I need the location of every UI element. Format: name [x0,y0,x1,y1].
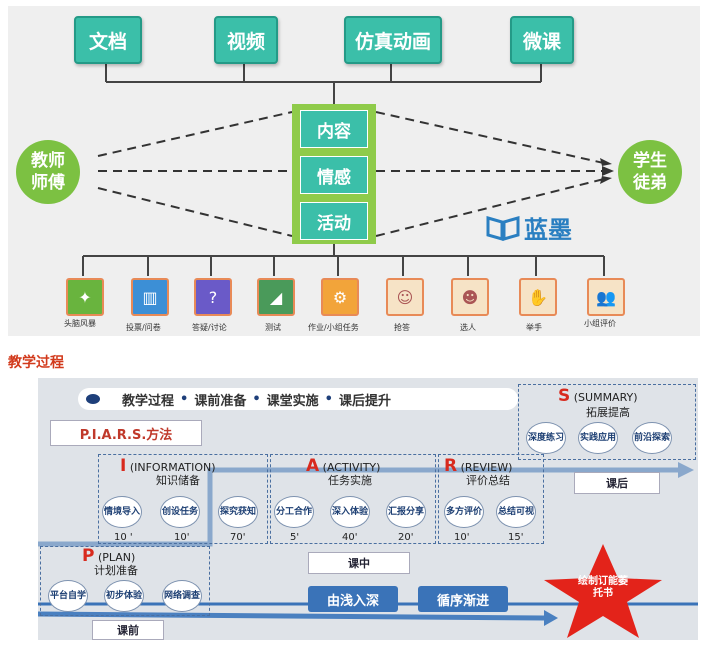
process-banner: 教学过程 • 课前准备 • 课堂实施 • 课后提升 [78,388,518,410]
step-by-step-button: 循序渐进 [418,586,508,612]
teaching-process-panel: 教学过程 • 课前准备 • 课堂实施 • 课后提升 P.I.A.R.S.方法 S… [38,378,698,640]
shallow-to-deep-button: 由浅入深 [308,586,398,612]
summary-item-3: 前沿探索 [632,422,672,454]
star-icon [544,544,662,638]
vote-icon: ▥ [131,278,169,316]
activity-min-3: 20' [398,532,414,543]
activity-item-2: 深入体验 [330,496,370,528]
student-label-2: 徒弟 [633,173,667,193]
activity-min-2: 40' [342,532,358,543]
review-box [438,454,544,544]
brainstorm-icon: ✦ [66,278,104,316]
resource-doc: 文档 [74,16,142,64]
center-emotion: 情感 [300,156,368,194]
activity-label-pick: 选人 [460,323,476,332]
activity-label-vote: 投票/问卷 [126,323,161,332]
center-column: 内容 情感 活动 [292,104,376,244]
plan-cn: 计划准备 [94,564,138,577]
information-item-3: 探究获知 [218,496,258,528]
information-cn: 知识储备 [156,474,200,487]
lanmo-logo: 蓝墨 [486,210,572,245]
information-min-1: 10 ' [114,532,133,543]
resource-microlesson: 微课 [510,16,574,64]
piars-method-tag: P.I.A.R.S.方法 [50,420,202,446]
activity-label-task: 作业/小组任务 [308,323,359,332]
raise-hand-icon: ✋ [519,278,557,316]
student-circle: 学生徒弟 [618,140,682,204]
discussion-icon: ? [194,278,232,316]
review-head: R (REVIEW) [444,456,513,476]
review-item-2: 总结可视 [496,496,536,528]
resource-animation: 仿真动画 [344,16,442,64]
quick-answer-icon: ☺ [386,278,424,316]
review-cn: 评价总结 [466,474,510,487]
teacher-label-1: 教师 [31,151,65,171]
plan-box [40,546,210,616]
banner-pre: 课前准备 [194,393,247,409]
information-item-2: 创设任务 [160,496,200,528]
information-item-1: 情境导入 [102,496,142,528]
plan-head: P (PLAN) [82,546,136,566]
summary-head: S (SUMMARY) [558,386,638,406]
activity-label-group: 小组评价 [584,319,616,328]
activity-label-brainstorm: 头脑风暴 [64,319,96,328]
summary-box [518,384,696,460]
banner-title: 教学过程 [122,393,175,409]
section-title: 教学过程 [8,355,64,371]
stage-tag-pre: 课前 [92,620,164,640]
pick-person-icon: ☻ [451,278,489,316]
banner-in: 课堂实施 [266,393,319,409]
teacher-circle: 教师师傅 [16,140,80,204]
activity-item-1: 分工合作 [274,496,314,528]
star-text: 绘制订能萎托书 [578,576,628,599]
stage-tag-post: 课后 [574,472,660,494]
center-activity: 活动 [300,202,368,240]
student-label-1: 学生 [633,151,667,171]
review-min-2: 15' [508,532,524,543]
test-icon: ◢ [257,278,295,316]
activity-label-quick: 抢答 [394,323,410,332]
activity-item-3: 汇报分享 [386,496,426,528]
resource-video: 视频 [214,16,278,64]
summary-item-1: 深度练习 [526,422,566,454]
activity-label-discussion: 答疑/讨论 [192,323,227,332]
activity-label-hand: 举手 [526,323,542,332]
activity-box [270,454,436,544]
information-head: I (INFORMATION) [120,456,216,476]
activity-min-1: 5' [290,532,300,543]
summary-cn: 拓展提高 [586,406,630,419]
review-item-1: 多方评价 [444,496,484,528]
logo-text: 蓝墨 [524,216,572,244]
information-min-3: 70' [230,532,246,543]
book-logo-icon [486,215,520,241]
banner-post: 课后提升 [338,393,391,409]
teaching-model-panel: 文档 视频 仿真动画 微课 内容 情感 活动 教师师傅 学生徒弟 蓝墨 ✦ 头脑… [8,6,700,336]
task-icon: ⚙ [321,278,359,316]
summary-item-2: 实践应用 [578,422,618,454]
center-content: 内容 [300,110,368,148]
review-min-1: 10' [454,532,470,543]
information-min-2: 10' [174,532,190,543]
teacher-label-2: 师傅 [31,173,65,193]
plan-item-1: 平台自学 [48,580,88,612]
activity-cn: 任务实施 [328,474,372,487]
plan-item-3: 网络调查 [162,580,202,612]
plan-item-2: 初步体验 [104,580,144,612]
group-eval-icon: 👥 [587,278,625,316]
information-box [98,454,268,544]
connector-lines [82,62,614,276]
activity-head: A (ACTIVITY) [306,456,381,476]
stage-tag-in: 课中 [308,552,410,574]
activity-label-test: 测试 [265,323,281,332]
banner-dot-icon [86,394,100,404]
